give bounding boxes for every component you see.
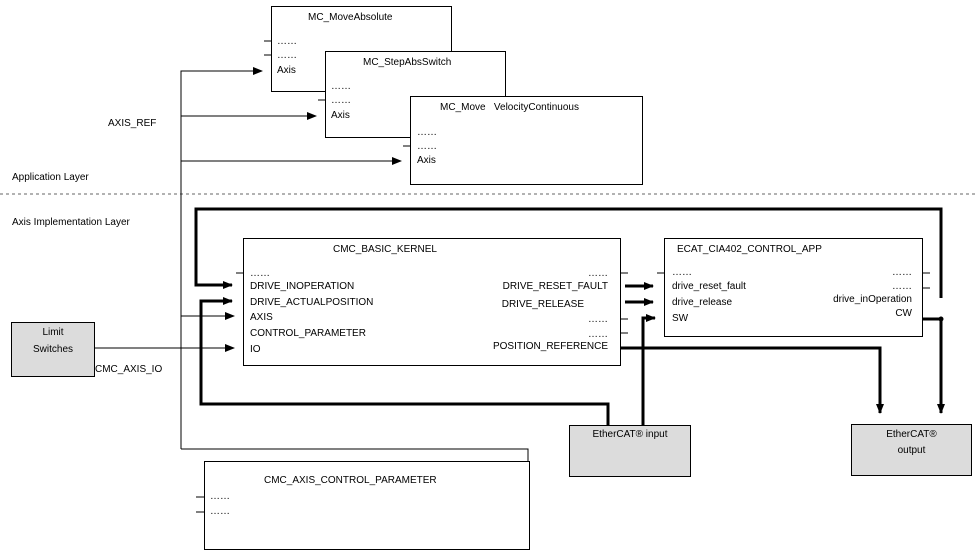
ethercat-output-block: EtherCAT® output xyxy=(851,424,972,476)
kernel-input-label: DRIVE_INOPERATION xyxy=(250,281,355,292)
cmc-basic-kernel-block: CMC_BASIC_KERNEL …… DRIVE_INOPERATION DR… xyxy=(243,238,621,366)
axis-ref-label: AXIS_REF xyxy=(108,118,157,129)
app-input-label: drive_release xyxy=(672,297,733,308)
app-output-label: CW xyxy=(895,308,912,319)
kernel-output-label: …… xyxy=(588,329,608,340)
kernel-output-label: …… xyxy=(588,268,608,279)
block-title: CMC_BASIC_KERNEL xyxy=(333,244,437,255)
ethercat-input-block: EtherCAT® input xyxy=(569,425,691,477)
block-title: MC_MoveAbsolute xyxy=(308,12,393,23)
signal-wires xyxy=(194,207,945,426)
mc-movevelocitycontinuous-block: MC_Move VelocityContinuous …… …… Axis xyxy=(410,96,643,185)
limit-switches-line2: Switches xyxy=(32,344,73,355)
app-input-label: drive_reset_fault xyxy=(672,281,746,292)
app-output-label: …… xyxy=(892,281,912,292)
port-label: …… xyxy=(210,491,230,502)
port-label: …… xyxy=(417,127,437,138)
port-axis-label: Axis xyxy=(277,65,296,76)
block-title: MC_Move VelocityContinuous xyxy=(440,102,579,113)
port-label: …… xyxy=(331,81,351,92)
port-axis-label: Axis xyxy=(417,155,436,166)
block-title: ECAT_CIA402_CONTROL_APP xyxy=(677,244,822,255)
kernel-input-label: DRIVE_ACTUALPOSITION xyxy=(250,297,374,308)
block-title: CMC_AXIS_CONTROL_PARAMETER xyxy=(264,475,437,486)
kernel-output-label: DRIVE_RESET_FAULT xyxy=(502,281,608,292)
ecat-cia402-control-app-block: ECAT_CIA402_CONTROL_APP …… drive_reset_f… xyxy=(664,238,923,337)
port-label: …… xyxy=(331,95,351,106)
limit-switches-block: Limit Switches xyxy=(11,322,95,377)
kernel-input-label: IO xyxy=(250,344,261,355)
port-label: …… xyxy=(210,506,230,517)
app-input-label: SW xyxy=(672,313,689,324)
kernel-output-label: …… xyxy=(588,314,608,325)
block-title: MC_StepAbsSwitch xyxy=(363,57,452,68)
cw-junction-dot xyxy=(938,316,944,322)
app-input-label: …… xyxy=(672,267,692,278)
port-label: …… xyxy=(277,50,297,61)
ethercat-output-line2: output xyxy=(897,445,926,456)
kernel-output-label: POSITION_REFERENCE xyxy=(492,341,608,352)
application-layer-label: Application Layer xyxy=(12,172,89,183)
port-axis-label: Axis xyxy=(331,110,350,121)
cmc-axis-io-label: CMC_AXIS_IO xyxy=(95,364,163,375)
ethercat-input-label: EtherCAT® input xyxy=(592,429,668,440)
implementation-layer-label: Axis Implementation Layer xyxy=(12,217,130,228)
kernel-input-label: AXIS xyxy=(250,312,273,323)
limit-switches-line1: Limit xyxy=(42,327,64,338)
cmc-axis-control-parameter-block: CMC_AXIS_CONTROL_PARAMETER …… …… xyxy=(204,461,530,550)
ethercat-output-line1: EtherCAT® xyxy=(886,429,937,440)
app-output-label: drive_inOperation xyxy=(833,294,912,305)
kernel-output-label: DRIVE_RELEASE xyxy=(501,299,584,310)
port-label: …… xyxy=(277,36,297,47)
axis-ref-wires xyxy=(95,67,529,462)
port-label: …… xyxy=(417,141,437,152)
kernel-input-label: …… xyxy=(250,268,270,279)
app-output-label: …… xyxy=(892,267,912,278)
kernel-input-label: CONTROL_PARAMETER xyxy=(250,328,366,339)
